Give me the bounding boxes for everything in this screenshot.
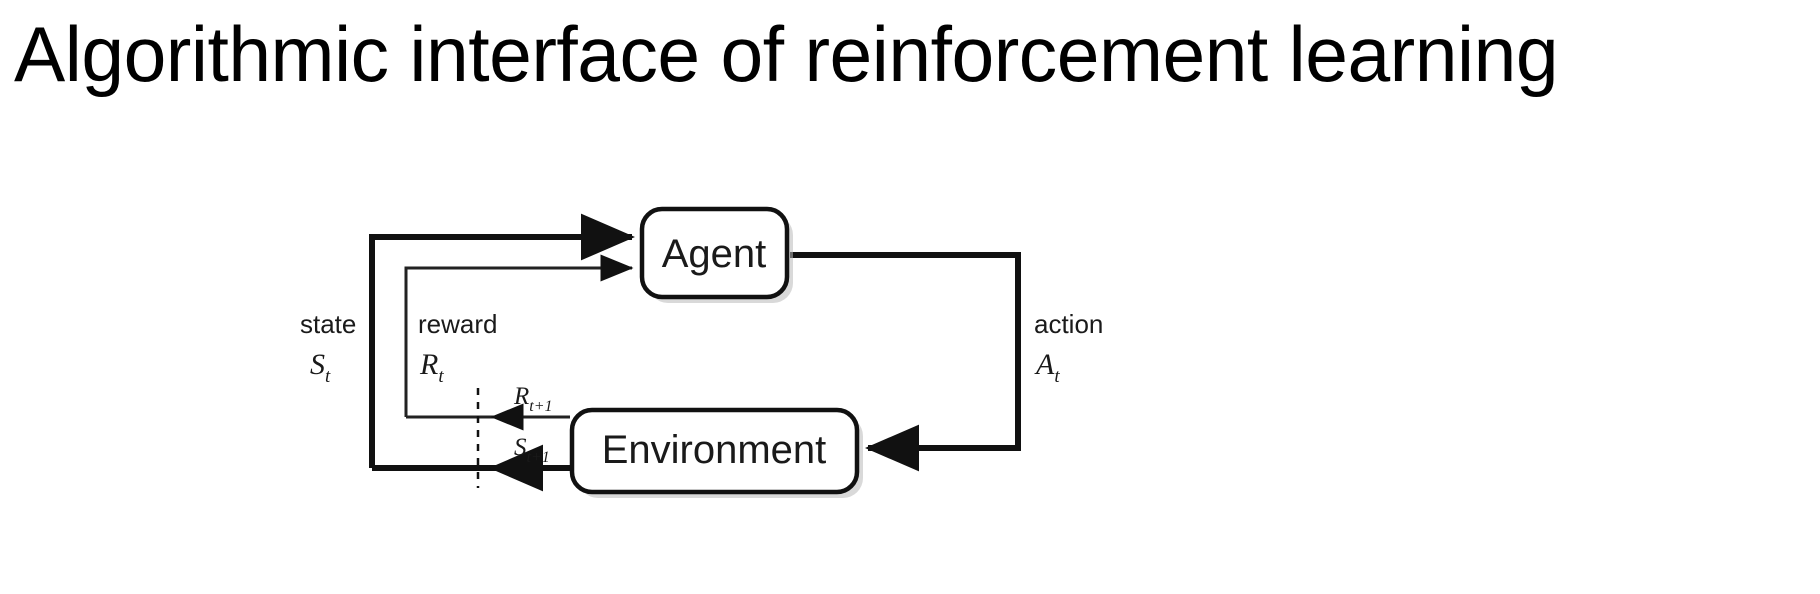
label-next-state-symbol: St+1 [514, 434, 550, 466]
edge-action-to-environment [790, 252, 1021, 472]
label-state-word: state [300, 309, 356, 339]
label-next-reward: Rt+1 [513, 383, 553, 415]
label-state-symbol: St [310, 348, 331, 387]
node-agent-label: Agent [662, 232, 767, 276]
node-agent[interactable]: Agent [639, 206, 793, 303]
node-environment[interactable]: Environment [569, 407, 863, 498]
label-reward: reward Rt [418, 309, 497, 387]
page-title: Algorithmic interface of reinforcement l… [14, 10, 1559, 98]
label-action: action At [1034, 309, 1103, 387]
label-action-symbol: At [1034, 348, 1060, 387]
label-reward-symbol: Rt [419, 348, 444, 387]
label-reward-word: reward [418, 309, 497, 339]
label-state: state St [300, 309, 356, 387]
edge-state-to-agent [369, 213, 635, 468]
node-environment-label: Environment [602, 428, 827, 472]
label-next-state: St+1 [514, 434, 550, 466]
label-action-word: action [1034, 309, 1103, 339]
edge-reward-to-agent [404, 254, 634, 417]
rl-interaction-diagram: Agent Environment state St reward Rt act… [0, 120, 1820, 594]
label-next-reward-symbol: Rt+1 [513, 383, 553, 415]
